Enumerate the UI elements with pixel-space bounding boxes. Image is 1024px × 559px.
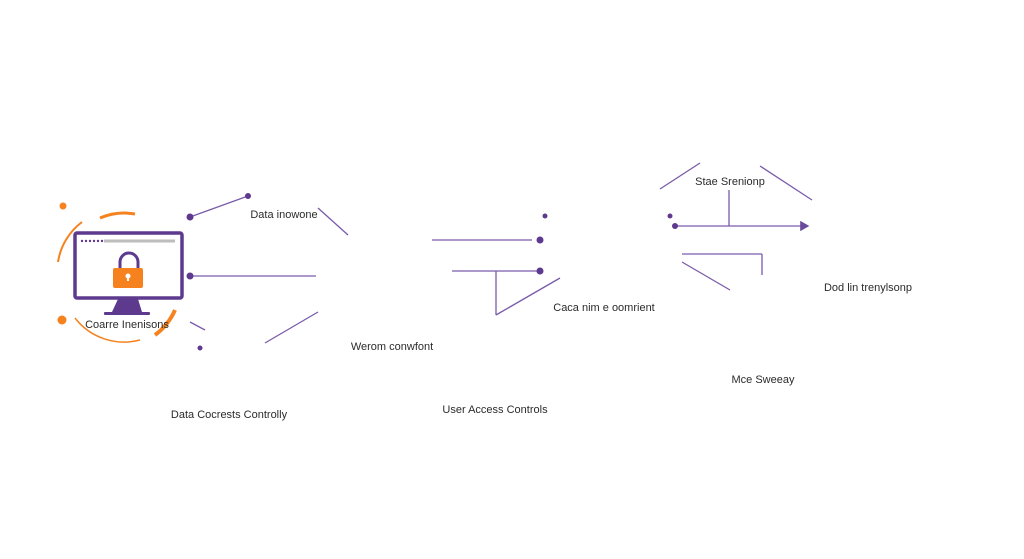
label-circle-lock: Stae Srenionp [695, 176, 765, 188]
label-center-lock-big: Caca nim e oomrient [553, 302, 655, 314]
label-monitor-users: Dod lin trenylsonp [823, 282, 913, 294]
label-phone-doc: User Access Controls [442, 404, 548, 416]
label-center-lock-left: Werom conwfont [350, 341, 434, 353]
label-eye: Data inowone [250, 209, 318, 221]
label-laptop-lock: Data Cocrests Controlly [170, 409, 288, 421]
node-monitor-lock[interactable] [57, 202, 184, 343]
label-tablet-checklist: Mce Sweeay [731, 374, 795, 386]
monitor-with-lock-icon [57, 202, 184, 343]
connector-dots [186, 193, 678, 351]
connector-lines [189, 162, 813, 344]
label-monitor-lock: Coarre Inenisons [85, 319, 169, 331]
